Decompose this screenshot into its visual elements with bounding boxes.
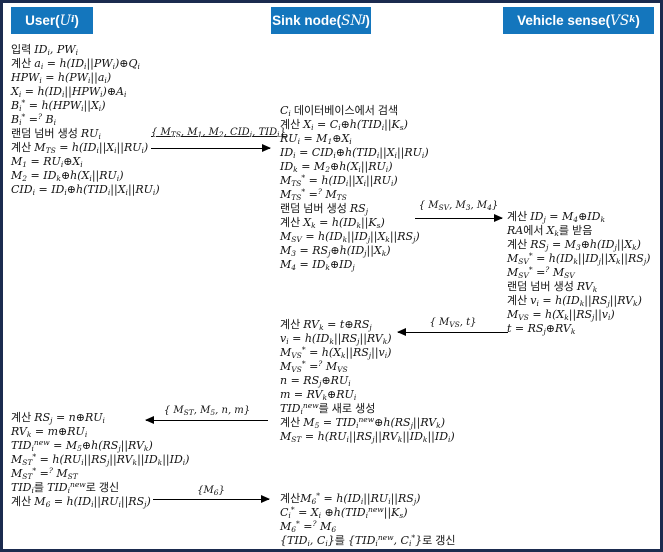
protocol-step: 입력 IDi, PWi bbox=[11, 43, 78, 57]
message-arrow-2-sink-to-vehicle: { MSV, M3, M4} bbox=[415, 199, 503, 222]
arrow-shaft bbox=[145, 415, 268, 424]
protocol-step: MSV = h(IDk||IDj||Xk||RSj) bbox=[280, 230, 420, 244]
header-var: VS bbox=[610, 12, 630, 29]
protocol-step: 계산 vi = h(IDk||RSj||RVk) bbox=[507, 294, 642, 308]
protocol-step: RA에서 Xk를 받음 bbox=[507, 224, 593, 238]
protocol-step: 랜덤 넘버 생성 RVk bbox=[507, 280, 598, 294]
protocol-step: m = RVk⊕RUi bbox=[280, 388, 357, 402]
arrow-shaft bbox=[153, 494, 270, 503]
message-arrow-4-sink-to-user: { MST, M5, n, m} bbox=[145, 404, 268, 424]
protocol-step: MST* = h(RUi||RSj||RVk||IDk||IDi) bbox=[11, 452, 190, 467]
arrow-shaft bbox=[151, 143, 271, 152]
protocol-step: M6* =? M6 bbox=[280, 519, 337, 534]
message-arrow-3-vehicle-to-sink: { MVS, t} bbox=[397, 316, 508, 336]
message-label: {M6} bbox=[197, 485, 225, 497]
protocol-step: 계산 RVk = t⊕RSj bbox=[280, 318, 372, 332]
protocol-step: CIDi = IDi⊕h(TIDi||Xi||RUi) bbox=[11, 183, 160, 197]
protocol-step: 계산 Xk = h(IDk||Ks) bbox=[280, 216, 385, 230]
protocol-step: Bi* = h(HPWi||Xi) bbox=[11, 98, 106, 113]
message-label: { MSV, M3, M4} bbox=[418, 200, 499, 212]
message-label: { MTS, M1, M2, CIDi, TIDi} bbox=[151, 127, 286, 139]
sink-steps-block-3: 계산M6* = h(IDi||RUi||RSj)Ci* = Xi ⊕h(TIDi… bbox=[280, 492, 456, 548]
message-arrow-1-user-to-sink: { MTS, M1, M2, CIDi, TIDi} bbox=[151, 126, 286, 152]
protocol-step: MSV* =? MSV bbox=[507, 265, 575, 280]
protocol-step: RUi = M1⊕Xi bbox=[280, 132, 352, 146]
arrowhead-right-icon bbox=[261, 494, 270, 503]
protocol-step: M4 = IDk⊕IDj bbox=[280, 258, 355, 272]
protocol-step: M3 = RSj⊕h(IDj||Xk) bbox=[280, 244, 391, 258]
protocol-step: MTS* = h(IDi||Xi||RUi) bbox=[280, 173, 398, 188]
header-text: User( bbox=[25, 13, 60, 28]
protocol-step: HPWi = h(PWi||ai) bbox=[11, 71, 112, 85]
protocol-step: MST = h(RUi||RSj||RVk||IDk||IDi) bbox=[280, 430, 455, 444]
protocol-step: MVS* =? MVS bbox=[280, 359, 348, 374]
protocol-step: M2 = IDk⊕h(Xi||RUi) bbox=[11, 169, 124, 183]
header-text: ) bbox=[635, 13, 640, 28]
protocol-step: Ci 데이터베이스에서 검색 bbox=[280, 104, 399, 118]
protocol-step: TIDi를 TIDinew로 갱신 bbox=[11, 480, 120, 495]
header-sub: i bbox=[70, 15, 75, 25]
protocol-step: {TIDi, Ci}를 {TIDinew, Ci*}로 갱신 bbox=[280, 533, 456, 548]
arrowhead-left-icon bbox=[397, 327, 406, 336]
protocol-step: M1 = RUi⊕Xi bbox=[11, 155, 83, 169]
protocol-step: IDi = CIDi⊕h(TIDi||Xi||RUi) bbox=[280, 146, 429, 160]
protocol-step: 랜덤 넘버 생성 RUi bbox=[11, 127, 101, 141]
arrow-shaft bbox=[397, 327, 508, 336]
header-text: Sink node( bbox=[272, 13, 342, 28]
message-arrow-5-user-to-sink: {M6} bbox=[153, 484, 270, 503]
protocol-step: t = RSj⊕RVk bbox=[507, 322, 576, 336]
protocol-step: 계산M6* = h(IDi||RUi||RSj) bbox=[280, 491, 421, 506]
protocol-step: Ci* = Xi ⊕h(TIDinew||Ks) bbox=[280, 505, 408, 520]
header-sub: j bbox=[362, 15, 366, 25]
message-label: { MVS, t} bbox=[429, 317, 477, 329]
arrow-shaft bbox=[415, 213, 503, 222]
protocol-step: 계산 RSj = n⊕RUi bbox=[11, 411, 105, 425]
protocol-step: 계산 M5 = TIDinew⊕h(RSj||RVk) bbox=[280, 415, 446, 430]
arrowhead-right-icon bbox=[262, 143, 271, 152]
protocol-step: 계산 ai = h(IDi||PWi)⊕Qi bbox=[11, 57, 140, 71]
protocol-step: 계산 M6 = h(IDi||RUi||RSj) bbox=[11, 495, 151, 509]
protocol-step: 계산 IDj = M4⊕IDk bbox=[507, 210, 605, 224]
protocol-step: 계산 Xi = Ci⊕h(TIDi||Ks) bbox=[280, 118, 408, 132]
protocol-step: MVS = h(Xk||RSj||vi) bbox=[507, 308, 615, 322]
protocol-step: IDk = M2⊕h(Xi||RUi) bbox=[280, 160, 393, 174]
protocol-step: TIDinew = M5⊕h(RSj||RVk) bbox=[11, 438, 153, 453]
protocol-step: TIDinew를 새로 생성 bbox=[280, 401, 376, 416]
arrowhead-right-icon bbox=[494, 213, 503, 222]
header-text: ) bbox=[365, 13, 370, 28]
protocol-step: 계산 MTS = h(IDi||Xi||RUi) bbox=[11, 141, 149, 155]
protocol-step: 계산 RSj = M3⊕h(IDj||Xk) bbox=[507, 238, 641, 252]
header-text: Vehicle sense( bbox=[517, 13, 611, 28]
header-var: U bbox=[59, 12, 71, 29]
header-text: ) bbox=[74, 13, 79, 28]
protocol-step: MVS* = h(Xk||RSj||vi) bbox=[280, 345, 392, 360]
protocol-step: Bi* =? Bi bbox=[11, 112, 56, 127]
protocol-step: Xi = h(IDi||HPWi)⊕Ai bbox=[11, 85, 127, 99]
protocol-step: 랜덤 넘버 생성 RSj bbox=[280, 202, 369, 216]
message-label: { MST, M5, n, m} bbox=[163, 405, 251, 417]
protocol-step: n = RSj⊕RUi bbox=[280, 374, 351, 388]
protocol-step: MSV* = h(IDk||IDj||Xk||RSj) bbox=[507, 251, 651, 266]
protocol-step: MTS* =? MTS bbox=[280, 187, 347, 202]
protocol-step: RVk = m⊕RUi bbox=[11, 425, 88, 439]
protocol-step: MST* =? MST bbox=[11, 466, 78, 481]
header-sub: k bbox=[629, 15, 636, 25]
header-var: SN bbox=[341, 12, 363, 29]
arrowhead-left-icon bbox=[145, 415, 154, 424]
protocol-step: vi = h(IDk||RSj||RVk) bbox=[280, 332, 392, 346]
